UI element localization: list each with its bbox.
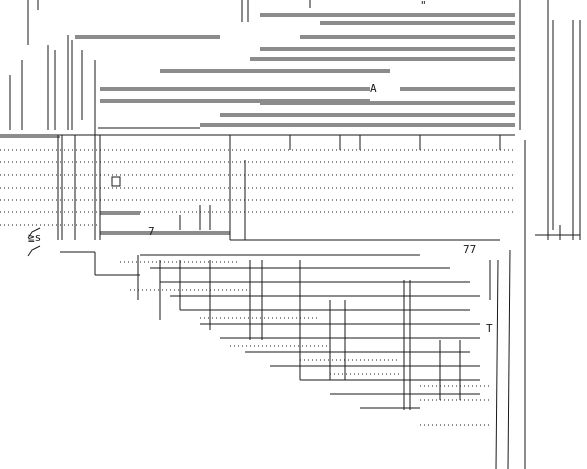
glyph-b: A [370,82,377,95]
glyph-a: ≧s [28,231,42,244]
glyph-d: 7 [148,225,155,238]
glyph-c: 77 [463,243,477,256]
glyph-e: T [486,322,493,335]
right-post-7 [496,260,498,469]
right-post-8 [508,250,510,469]
glyph-f: " [420,0,427,12]
